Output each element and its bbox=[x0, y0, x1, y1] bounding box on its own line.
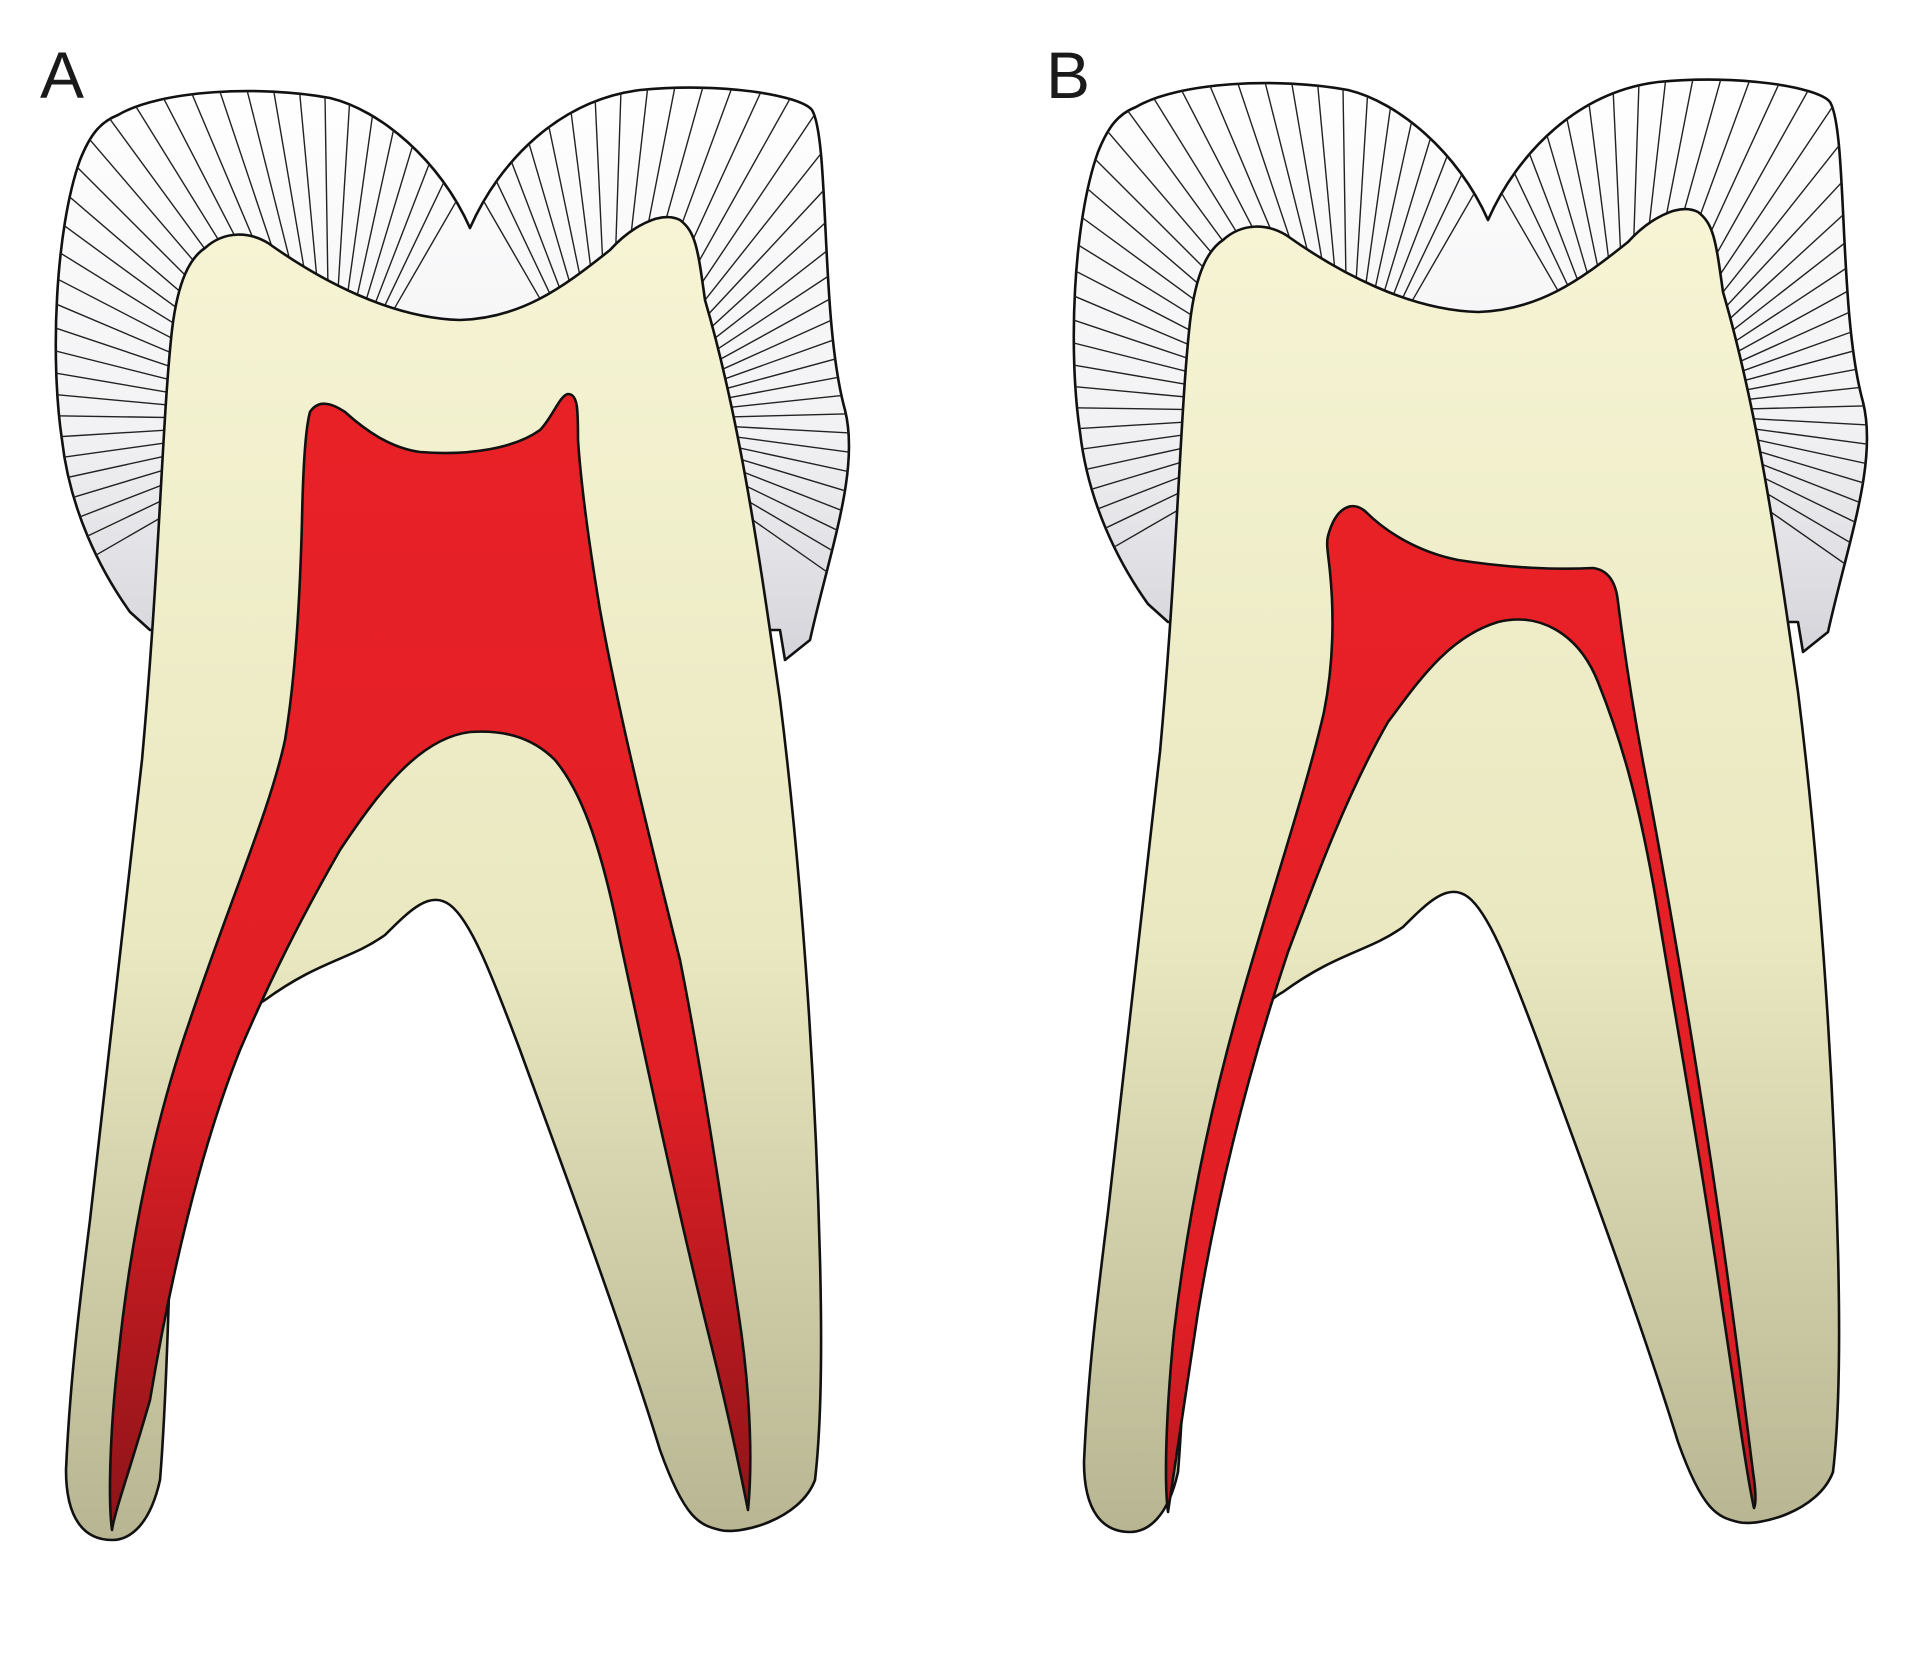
enamel-striation bbox=[729, 408, 850, 418]
enamel-striation bbox=[55, 412, 211, 419]
enamel-striation bbox=[729, 425, 850, 444]
enamel-striation bbox=[1742, 445, 1868, 534]
enamel-striation bbox=[717, 471, 850, 604]
enamel-striation bbox=[589, 87, 606, 301]
enamel-striation bbox=[725, 309, 850, 390]
enamel-striation bbox=[1073, 308, 1232, 384]
enamel-striation bbox=[1509, 79, 1595, 298]
enamel-striation bbox=[698, 135, 850, 340]
pulp-chamber-narrow bbox=[1164, 504, 1757, 1514]
enamel-striation bbox=[1737, 238, 1868, 364]
enamel-striation bbox=[1308, 79, 1338, 293]
enamel-striation bbox=[722, 277, 850, 381]
enamel-striation bbox=[727, 342, 850, 399]
enamel-striation bbox=[1381, 79, 1470, 298]
enamel-striation bbox=[556, 87, 596, 302]
enamel-striation bbox=[1709, 104, 1868, 325]
pulp-chamber-wide bbox=[108, 392, 752, 1532]
enamel-striation bbox=[1354, 79, 1375, 293]
enamel-striation bbox=[1477, 79, 1586, 301]
enamel-striation bbox=[290, 87, 320, 301]
enamel-striation bbox=[1747, 417, 1868, 436]
enamel-striation bbox=[1244, 79, 1320, 296]
enamel-striation bbox=[1747, 367, 1868, 401]
enamel-striation bbox=[354, 87, 421, 303]
enamel-striation bbox=[1607, 79, 1624, 293]
enamel-striation bbox=[1745, 334, 1868, 391]
enamel-striation bbox=[1747, 400, 1868, 410]
enamel-striation bbox=[55, 348, 212, 401]
enamel-striation bbox=[704, 161, 850, 347]
enamel-striation bbox=[1372, 79, 1439, 295]
enamel-striation bbox=[1740, 269, 1868, 373]
enamel-striation bbox=[728, 435, 850, 477]
panel-label-a: A bbox=[40, 38, 85, 112]
enamel-striation bbox=[724, 453, 850, 542]
enamel-striation bbox=[336, 87, 357, 301]
enamel-striation bbox=[691, 112, 850, 333]
enamel-striation bbox=[1073, 404, 1229, 411]
enamel-striation bbox=[523, 87, 587, 303]
enamel-striation bbox=[1574, 79, 1614, 294]
enamel-striation bbox=[1541, 79, 1605, 295]
enamel-striation bbox=[1739, 454, 1868, 566]
enamel-striation bbox=[1340, 79, 1347, 293]
enamel-striation bbox=[1073, 372, 1229, 402]
enamel-striation bbox=[363, 87, 452, 306]
enamel-striation bbox=[729, 375, 850, 409]
enamel-striation bbox=[459, 87, 568, 309]
tooth-a-immature bbox=[54, 86, 851, 1542]
tooth-b-mature bbox=[1072, 78, 1869, 1534]
enamel-striation bbox=[1745, 436, 1868, 502]
enamel-striation bbox=[1746, 427, 1868, 469]
enamel-striation bbox=[322, 87, 329, 301]
enamel-striation bbox=[258, 87, 311, 302]
enamel-striation bbox=[55, 380, 211, 410]
dentin bbox=[64, 215, 823, 1542]
enamel-striation bbox=[1735, 463, 1868, 596]
panel-label-b: B bbox=[1046, 38, 1091, 112]
enamel-striation bbox=[719, 246, 850, 372]
enamel-striation bbox=[1276, 79, 1329, 294]
enamel-striation bbox=[1390, 79, 1501, 301]
enamel-striation bbox=[345, 87, 389, 302]
enamel-striation bbox=[372, 87, 483, 309]
enamel-striation bbox=[491, 87, 577, 306]
enamel-striation bbox=[55, 316, 214, 392]
enamel-striation bbox=[1722, 153, 1868, 339]
enamel-striation bbox=[1073, 340, 1230, 393]
enamel-striation bbox=[1363, 79, 1407, 294]
enamel-striation bbox=[226, 87, 302, 304]
enamel-striation bbox=[721, 462, 850, 574]
enamel-striation bbox=[727, 444, 850, 510]
enamel-striation bbox=[1716, 127, 1868, 332]
enamel-striation bbox=[1743, 301, 1868, 382]
